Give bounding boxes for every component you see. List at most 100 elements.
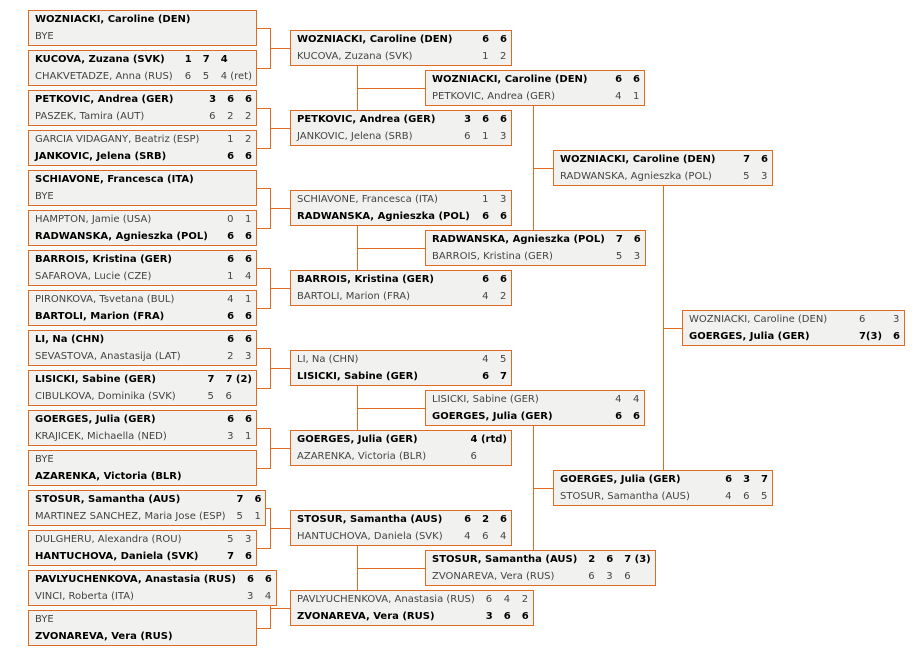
player-name: PETKOVIC, Andrea (GER): [297, 113, 436, 125]
connector-line: [270, 208, 290, 209]
set-score: 6: [500, 274, 507, 285]
set-score: 4 (ret): [220, 71, 252, 82]
connector-line: [663, 328, 682, 329]
player-row: ZVONAREVA, Vera (RUS): [29, 628, 256, 645]
set-score: 6: [606, 554, 614, 565]
player-name: CHAKVETADZE, Anna (RUS): [35, 70, 173, 82]
set-score: 6: [245, 551, 252, 562]
set-score: 6: [245, 311, 252, 322]
set-score: 1: [184, 54, 192, 65]
player-name: WOZNIACKI, Caroline (DEN): [432, 73, 588, 85]
player-name: AZARENKA, Victoria (BLR): [35, 470, 182, 482]
set-score: 2: [227, 111, 234, 122]
connector-line: [257, 348, 270, 349]
set-score: 4: [482, 354, 489, 365]
set-score: 6: [858, 314, 866, 325]
set-score: 7 (3): [624, 554, 651, 565]
set-score: 7: [236, 494, 244, 505]
set-score: 6: [615, 74, 623, 85]
set-score: 4: [482, 291, 489, 302]
match-box[interactable]: BYE AZARENKA, Victoria (BLR): [28, 450, 257, 486]
player-name: GARCIA VIDAGANY, Beatriz (ESP): [35, 133, 200, 145]
connector-line: [270, 448, 290, 449]
set-score: 1: [245, 294, 252, 305]
player-name: PAVLYUCHENKOVA, Anastasia (RUS): [297, 593, 475, 605]
player-name: KUCOVA, Zuzana (SVK): [297, 50, 413, 62]
connector-line: [257, 188, 270, 189]
set-score: 2: [227, 351, 234, 362]
set-score: 6: [254, 494, 262, 505]
player-name: HANTUCHOVA, Daniela (SVK): [35, 550, 199, 562]
set-score: 6: [482, 34, 490, 45]
match-box[interactable]: SCHIAVONE, Francesca (ITA)BYE: [28, 170, 257, 206]
connector-line: [257, 148, 270, 149]
player-row: AZARENKA, Victoria (BLR): [29, 468, 256, 485]
player-name: LISICKI, Sabine (GER): [432, 393, 539, 405]
player-row: BYE: [29, 611, 256, 628]
player-name: BARTOLI, Marion (FRA): [35, 310, 165, 322]
set-score: 1: [227, 271, 234, 282]
connector-line: [270, 608, 290, 609]
match-box[interactable]: WOZNIACKI, Caroline (DEN)BYE: [28, 10, 257, 46]
set-score: 5: [227, 534, 234, 545]
set-score: 7: [500, 371, 507, 382]
player-row: BYE: [29, 451, 256, 468]
player-name: GOERGES, Julia (GER): [35, 413, 156, 425]
player-name: HANTUCHOVA, Daniela (SVK): [297, 530, 443, 542]
set-score: 4: [220, 54, 228, 65]
player-name: STOSUR, Samantha (AUS): [35, 493, 181, 505]
set-score: 5: [743, 171, 750, 182]
connector-line: [270, 288, 290, 289]
set-score: 6: [246, 574, 254, 585]
player-name: WOZNIACKI, Caroline (DEN): [560, 153, 716, 165]
set-score: 6: [482, 531, 489, 542]
set-score: 6: [464, 131, 471, 142]
player-name: STOSUR, Samantha (AUS): [297, 513, 443, 525]
set-score: 6: [624, 571, 631, 582]
set-score: 6: [245, 254, 252, 265]
match-box[interactable]: GOERGES, Julia (GER)4 (rtd)AZARENKA, Vic…: [290, 430, 512, 466]
set-score: 6: [245, 151, 252, 162]
player-row: AZARENKA, Victoria (BLR)6: [291, 448, 511, 465]
player-name: GOERGES, Julia (GER): [560, 473, 681, 485]
connector-line: [270, 368, 290, 369]
player-name: WOZNIACKI, Caroline (DEN): [35, 13, 191, 25]
player-name: RADWANSKA, Agnieszka (POL): [297, 210, 470, 222]
player-name: MARTINEZ SANCHEZ, Maria Jose (ESP): [35, 510, 226, 522]
